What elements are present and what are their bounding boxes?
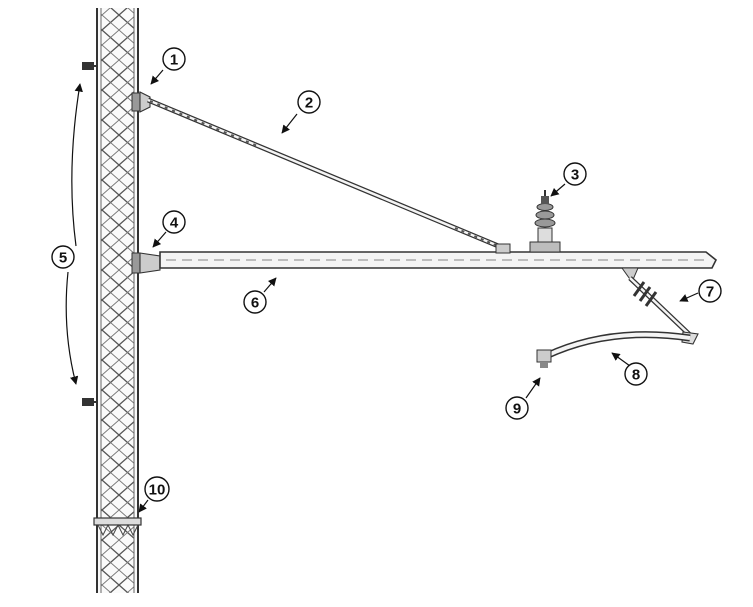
lattice-mast: [93, 8, 142, 593]
callout-10: 10: [144, 476, 170, 502]
callout-9: 9: [505, 396, 529, 420]
callout-6: 6: [243, 290, 267, 314]
arrow-2: [281, 113, 298, 134]
top-insulator: [529, 190, 561, 253]
lower-side-bracket: [82, 398, 94, 406]
callout-5: 5: [51, 245, 75, 269]
callout-3-label: 3: [571, 167, 579, 184]
callout-6-label: 6: [251, 295, 259, 312]
callout-1: 1: [162, 47, 186, 71]
callout-2: 2: [297, 90, 321, 114]
mast-side-brackets: [82, 62, 98, 406]
callout-9-label: 9: [513, 401, 521, 418]
mast-base-zigzag: [97, 523, 139, 537]
arrow-4: [152, 231, 167, 248]
mast-base-band: [93, 517, 142, 526]
arrow-5-up: [71, 83, 83, 247]
arrow-6: [263, 277, 277, 293]
callout-7-label: 7: [706, 284, 714, 301]
arrow-8: [611, 352, 631, 367]
arrow-7: [679, 292, 699, 302]
lower-mast-fitting: [131, 252, 161, 274]
upper-side-bracket: [82, 62, 94, 70]
callout-7: 7: [698, 279, 722, 303]
diagonal-stay-tube: [147, 97, 509, 253]
mast-lattice: [101, 8, 134, 593]
upper-mast-fitting: [131, 91, 151, 113]
contact-wire-clamp: [536, 349, 552, 368]
horizontal-cantilever-tube: [159, 243, 718, 269]
stay-clamp: [495, 243, 511, 254]
callout-8: 8: [624, 362, 648, 386]
callout-8-label: 8: [632, 367, 640, 384]
arrow-9: [525, 377, 541, 399]
callout-10-label: 10: [149, 482, 166, 499]
callout-3: 3: [563, 162, 587, 186]
callout-2-label: 2: [305, 95, 313, 112]
steady-arm: [544, 331, 691, 360]
arrow-3: [550, 183, 566, 197]
arrow-10: [138, 499, 149, 513]
callout-4-label: 4: [170, 215, 179, 232]
arrow-5-down: [65, 271, 79, 385]
callout-4: 4: [162, 210, 186, 234]
callout-1-label: 1: [170, 52, 178, 69]
callout-arrows: [65, 69, 699, 513]
arrow-1: [150, 69, 164, 85]
callout-5-label: 5: [59, 250, 67, 267]
